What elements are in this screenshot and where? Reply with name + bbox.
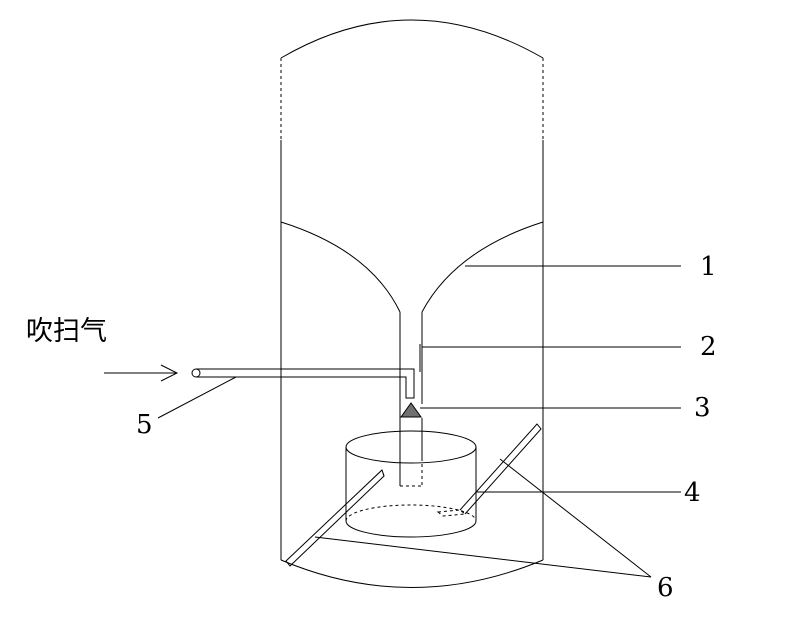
purge-gas-pipe: [104, 364, 415, 399]
conical-hopper: [280, 221, 544, 372]
receiving-vessel: [345, 430, 477, 538]
downcomer-tube: [399, 312, 423, 487]
label-2: 2: [700, 332, 717, 362]
nozzle-tubes: [285, 423, 542, 567]
label-3: 3: [694, 393, 711, 423]
purge-gas-label: 吹扫气: [26, 316, 107, 347]
label-4: 4: [684, 478, 701, 508]
label-1: 1: [700, 252, 717, 282]
vessel: [280, 19, 544, 588]
label-6: 6: [657, 573, 674, 603]
leader-lines: [157, 265, 681, 578]
label-5: 5: [136, 410, 153, 440]
valve-cone: [400, 402, 422, 418]
